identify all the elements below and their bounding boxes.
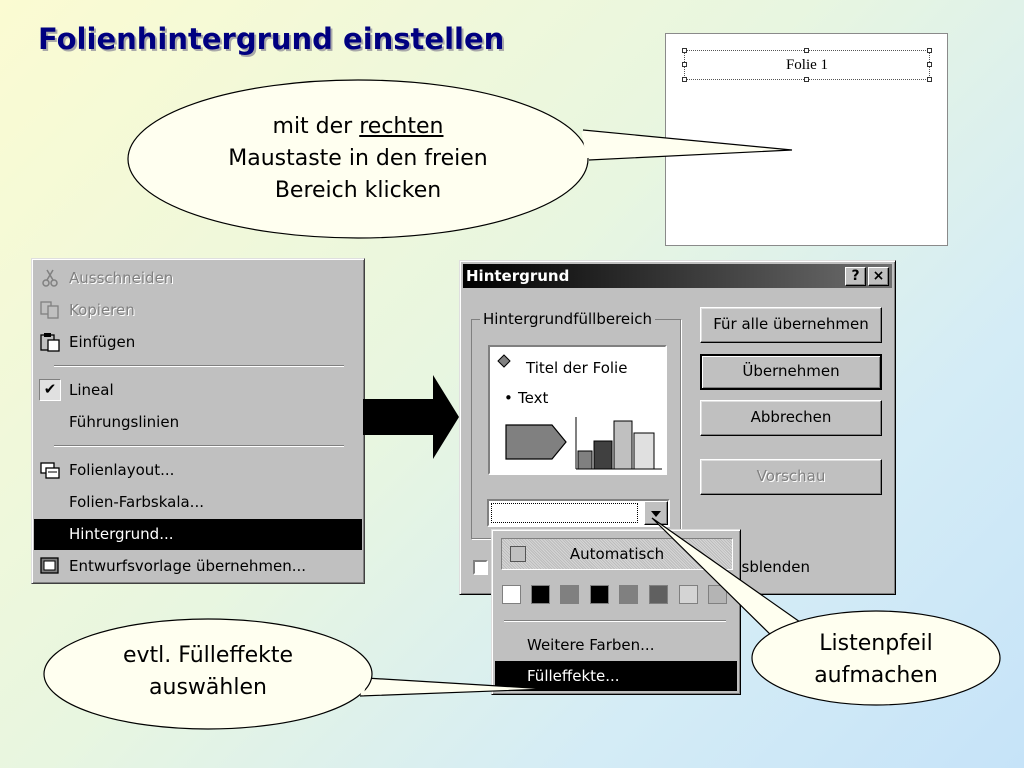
menu-item-guides[interactable]: Führungslinien xyxy=(34,407,362,438)
menu-item-apply-design-template[interactable]: Entwurfsvorlage übernehmen... xyxy=(34,551,362,582)
menu-item-label: Einfügen xyxy=(69,333,136,351)
preview-button[interactable]: Vorschau xyxy=(700,459,882,495)
color-swatch[interactable] xyxy=(708,585,727,604)
color-swatch[interactable] xyxy=(531,585,550,604)
dialog-titlebar: Hintergrund ? × xyxy=(463,264,892,288)
more-colors-item[interactable]: Weitere Farben... xyxy=(527,636,655,654)
callout-list-arrow-text: Listenpfeil aufmachen xyxy=(766,628,986,692)
callout-line: Bereich klicken xyxy=(274,178,442,203)
sample-title: Titel der Folie xyxy=(526,359,628,377)
automatic-label: Automatisch xyxy=(569,545,665,563)
resize-handle xyxy=(682,77,687,82)
slide-layout-icon xyxy=(39,459,61,481)
checkbox-label: usblenden xyxy=(732,558,811,576)
fill-color-combo[interactable] xyxy=(487,499,670,527)
dropdown-separator xyxy=(504,620,726,622)
menu-item-ruler[interactable]: ✔ Lineal xyxy=(34,375,362,406)
menu-item-cut[interactable]: Ausschneiden xyxy=(34,263,362,294)
menu-item-copy[interactable]: Kopieren xyxy=(34,295,362,326)
color-swatch[interactable] xyxy=(649,585,668,604)
color-swatch[interactable] xyxy=(560,585,579,604)
callout-underlined-word: rechten xyxy=(359,114,444,139)
sample-preview: Titel der Folie • Text xyxy=(488,345,667,475)
menu-item-label: Lineal xyxy=(69,381,114,399)
menu-separator xyxy=(54,365,344,367)
help-button[interactable]: ? xyxy=(845,267,866,286)
callout-line: Listenpfeil xyxy=(819,631,933,656)
menu-item-color-scheme[interactable]: Folien-Farbskala... xyxy=(34,487,362,518)
callout-line: auswählen xyxy=(149,675,267,700)
slide-title: Folienhintergrund einstellen xyxy=(38,22,505,56)
sample-bullet: • xyxy=(504,389,513,407)
callout-line: Maustaste in den freien xyxy=(228,146,488,171)
resize-handle xyxy=(927,62,932,67)
color-swatch[interactable] xyxy=(590,585,609,604)
combo-value xyxy=(491,503,638,523)
menu-item-paste[interactable]: Einfügen xyxy=(34,327,362,358)
color-dropdown: Automatisch Weitere Farben... Fülleffekt… xyxy=(491,529,741,695)
checkmark-icon: ✔ xyxy=(39,379,61,401)
menu-item-label: Folienlayout... xyxy=(69,461,175,479)
color-swatch[interactable] xyxy=(502,585,521,604)
design-template-icon xyxy=(39,555,61,577)
scissors-icon xyxy=(39,267,61,289)
right-arrow-icon xyxy=(363,375,459,459)
menu-item-label: Ausschneiden xyxy=(69,269,174,287)
callout-fill-effects-text: evtl. Fülleffekte auswählen xyxy=(58,640,358,704)
menu-item-background[interactable]: Hintergrund... xyxy=(34,519,362,550)
diamond-bullet-icon xyxy=(497,354,511,368)
resize-handle xyxy=(804,48,809,53)
resize-handle xyxy=(927,77,932,82)
resize-handle xyxy=(804,77,809,82)
fill-effects-item[interactable]: Fülleffekte... xyxy=(495,661,737,691)
sample-graphics-icon xyxy=(505,417,662,470)
menu-item-label: Folien-Farbskala... xyxy=(69,493,204,511)
resize-handle xyxy=(927,48,932,53)
menu-item-label: Kopieren xyxy=(69,301,135,319)
close-button[interactable]: × xyxy=(868,267,889,286)
menu-item-label: Hintergrund... xyxy=(69,525,174,543)
color-swatch[interactable] xyxy=(619,585,638,604)
sample-body-text: Text xyxy=(518,389,549,407)
slide-preview: Folie 1 xyxy=(665,33,948,246)
group-label: Hintergrundfüllbereich xyxy=(480,310,656,328)
callout-right-click-text: mit der rechten Maustaste in den freien … xyxy=(178,111,538,207)
callout-line: mit der xyxy=(272,114,353,139)
callout-fill-effects-bubble xyxy=(43,618,549,730)
hide-objects-checkbox[interactable] xyxy=(473,560,488,575)
callout-line: evtl. Fülleffekte xyxy=(122,643,294,668)
apply-all-button[interactable]: Für alle übernehmen xyxy=(700,307,882,343)
automatic-color-swatch xyxy=(510,546,526,562)
color-swatch[interactable] xyxy=(679,585,698,604)
paste-icon xyxy=(39,331,61,353)
context-menu: Ausschneiden Kopieren Einfügen ✔ Lineal … xyxy=(31,258,365,584)
automatic-color-button[interactable]: Automatisch xyxy=(501,538,733,570)
callout-list-arrow-bubble xyxy=(651,517,1001,706)
callout-right-click-bubble xyxy=(127,79,793,239)
menu-item-label: Führungslinien xyxy=(69,413,180,431)
resize-handle xyxy=(682,62,687,67)
menu-separator xyxy=(54,445,344,447)
menu-item-slide-layout[interactable]: Folienlayout... xyxy=(34,455,362,486)
copy-icon xyxy=(39,299,61,321)
menu-item-label: Entwurfsvorlage übernehmen... xyxy=(69,557,307,575)
apply-button[interactable]: Übernehmen xyxy=(700,354,882,390)
callout-line: aufmachen xyxy=(814,663,938,688)
dialog-title: Hintergrund xyxy=(466,267,570,285)
slide-title-placeholder: Folie 1 xyxy=(684,50,930,80)
resize-handle xyxy=(682,48,687,53)
cancel-button[interactable]: Abbrechen xyxy=(700,400,882,436)
